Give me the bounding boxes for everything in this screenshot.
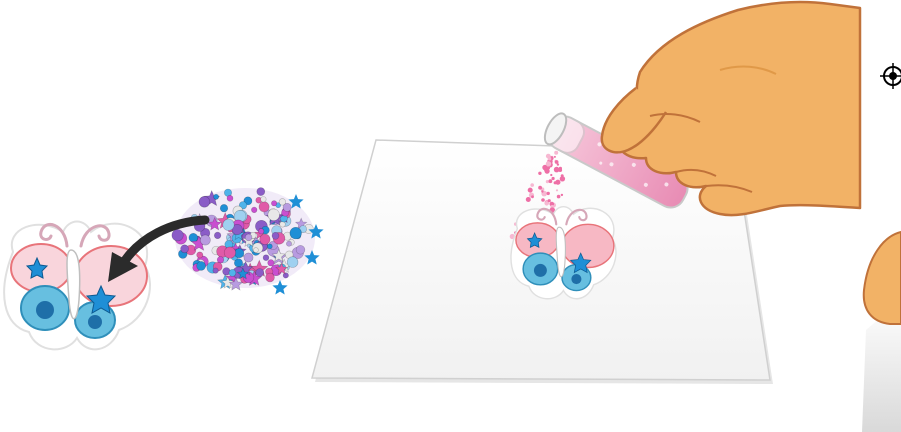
- gem: [259, 202, 269, 212]
- gem: [286, 241, 291, 246]
- gem: [197, 261, 206, 270]
- gem-pile-icon: [172, 188, 324, 295]
- gem: [181, 245, 189, 253]
- gem: [200, 235, 210, 245]
- glitter-particle: [554, 151, 558, 155]
- glitter-particle: [541, 198, 545, 202]
- gem: [268, 209, 280, 221]
- glitter-particle: [546, 180, 549, 183]
- gem: [251, 207, 257, 213]
- gem: [223, 219, 234, 230]
- glitter-particle: [556, 189, 558, 191]
- gem: [235, 249, 244, 258]
- glitter-particle: [557, 195, 561, 199]
- glitter-particle: [526, 197, 531, 202]
- gem: [266, 273, 275, 282]
- gem: [261, 197, 267, 203]
- glitter-particle: [547, 192, 550, 195]
- gem: [259, 229, 264, 234]
- glitter-particle: [528, 188, 533, 193]
- glitter-particle: [550, 174, 552, 176]
- step-2-group: [312, 2, 860, 384]
- glitter-particle: [546, 161, 551, 166]
- glitter-particle: [545, 169, 550, 174]
- gem: [253, 248, 258, 253]
- step-3-group: [862, 0, 901, 432]
- gem: [268, 260, 274, 266]
- gem: [197, 252, 203, 258]
- glitter-particle: [548, 157, 552, 161]
- gem: [271, 201, 276, 206]
- glitter-particle: [538, 186, 542, 190]
- glitter-particle: [549, 179, 553, 183]
- glitter-particle: [548, 199, 551, 202]
- gem: [279, 199, 286, 206]
- gem: [220, 204, 228, 212]
- gem: [287, 257, 298, 268]
- glitter-particle: [530, 183, 534, 187]
- gem: [244, 253, 253, 262]
- gem: [172, 230, 183, 241]
- gem: [260, 234, 270, 244]
- glitter-particle: [554, 181, 557, 184]
- glitter-particle: [559, 167, 562, 170]
- glitter-particle: [538, 172, 541, 175]
- gem: [213, 268, 218, 273]
- gem: [280, 222, 286, 228]
- gem: [199, 196, 210, 207]
- gem: [296, 245, 305, 254]
- gem: [229, 269, 236, 276]
- butterfly-sticker-icon: [4, 222, 150, 350]
- gem: [245, 234, 252, 241]
- gem: [257, 188, 265, 196]
- gem: [267, 244, 272, 249]
- gem: [214, 232, 221, 239]
- gem: [227, 195, 233, 201]
- gem: [290, 227, 302, 239]
- glitter-particle: [554, 156, 556, 158]
- glitter-particle: [541, 190, 543, 192]
- gem: [272, 232, 279, 239]
- glitter-particle: [561, 194, 563, 196]
- step-1-group: [4, 188, 323, 350]
- glitter-particle: [560, 176, 565, 181]
- gem: [256, 269, 264, 277]
- glitter-particle: [555, 160, 559, 164]
- glitter-particle: [531, 195, 534, 198]
- gem: [263, 255, 269, 261]
- gem: [214, 194, 219, 199]
- gem: [224, 247, 235, 258]
- glitter-particle: [552, 177, 555, 180]
